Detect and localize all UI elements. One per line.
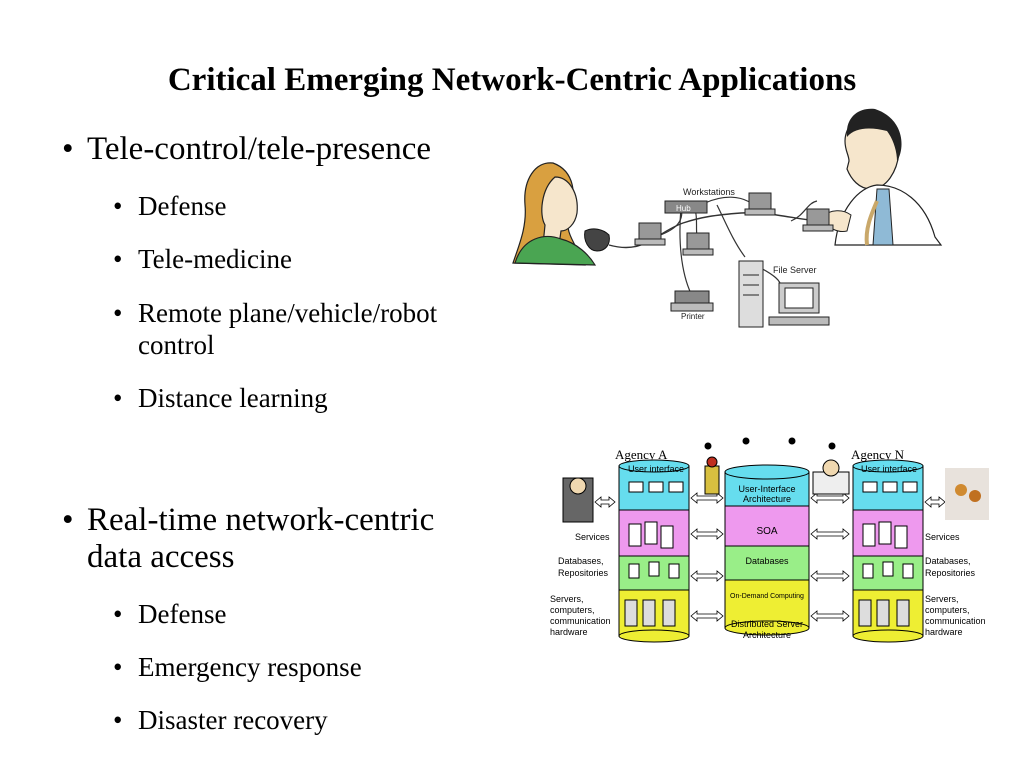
repositories-label-left: Repositories bbox=[558, 568, 609, 578]
shared-architecture-stack: User-Interface Architecture SOA Database… bbox=[724, 464, 810, 640]
bullet-text: Defense bbox=[138, 191, 227, 221]
bullet-text: data access bbox=[87, 539, 235, 575]
bullet-text: Real-time network-centric bbox=[87, 502, 435, 538]
user-interface-label: User interface bbox=[628, 464, 684, 474]
file-server-label: File Server bbox=[773, 265, 817, 275]
agency-a-stack: User interface bbox=[618, 459, 690, 643]
file-server-icon bbox=[738, 260, 764, 328]
ellipsis-dot bbox=[828, 442, 836, 450]
bullet-glyph: • bbox=[113, 705, 123, 735]
distributed-server-label-1: Distributed Server bbox=[731, 619, 803, 629]
databases-label-right: Databases, bbox=[925, 556, 971, 566]
bullet-text: Remote plane/vehicle/robot bbox=[138, 298, 438, 328]
firefighter-icon bbox=[704, 456, 720, 495]
workstations-label: Workstations bbox=[683, 187, 735, 197]
ellipsis-dot bbox=[742, 437, 750, 445]
on-demand-label: On-Demand Computing bbox=[730, 593, 804, 600]
man-doctor-illustration bbox=[820, 108, 943, 246]
bullet-glyph: • bbox=[113, 191, 123, 221]
bullet-glyph: • bbox=[113, 298, 123, 328]
databases-label: Databases bbox=[745, 556, 789, 566]
ellipsis-dot bbox=[704, 442, 712, 450]
workstation-icon bbox=[744, 192, 776, 216]
distributed-server-label-2: Architecture bbox=[743, 630, 791, 640]
woman-operator-illustration bbox=[512, 162, 610, 266]
soa-label: SOA bbox=[756, 526, 777, 537]
services-label-left: Services bbox=[575, 532, 610, 542]
repositories-label-right: Repositories bbox=[925, 568, 976, 578]
bullet-glyph: • bbox=[113, 599, 123, 629]
police-chief-icon bbox=[812, 459, 850, 495]
user-interface-label: User interface bbox=[861, 464, 917, 474]
printer-label: Printer bbox=[681, 312, 705, 321]
databases-label-left: Databases, bbox=[558, 556, 604, 566]
bullet-text: Defense bbox=[138, 599, 227, 629]
computers-label-right: computers, bbox=[925, 605, 970, 615]
bullet-glyph: • bbox=[113, 244, 123, 274]
communication-label-left: communication bbox=[550, 616, 611, 626]
bullet-glyph: • bbox=[113, 383, 123, 413]
hardware-label-right: hardware bbox=[925, 627, 963, 637]
workstation-icon bbox=[682, 232, 714, 256]
slide-title: Critical Emerging Network-Centric Applic… bbox=[167, 62, 857, 98]
telepresence-network-figure: Hub Workstations File Server Printer bbox=[512, 108, 943, 328]
ui-architecture-label-1: User-Interface bbox=[738, 484, 795, 494]
hardware-label-left: hardware bbox=[550, 627, 588, 637]
police-officer-icon bbox=[562, 477, 594, 523]
agency-n-label: Agency N bbox=[851, 447, 905, 462]
services-label-right: Services bbox=[925, 532, 960, 542]
bullet-text: Emergency response bbox=[138, 652, 362, 682]
network-diagram: Hub Workstations File Server Printer bbox=[608, 187, 834, 328]
agency-n-stack: User interface bbox=[852, 459, 924, 643]
hub-label: Hub bbox=[676, 204, 691, 213]
bullet-text: Disaster recovery bbox=[138, 705, 328, 735]
bullet-glyph: • bbox=[113, 652, 123, 682]
ellipsis-dot bbox=[788, 437, 796, 445]
rescue-workers-icon bbox=[945, 468, 989, 520]
bullet-glyph: • bbox=[62, 131, 74, 167]
bullet-text: control bbox=[138, 330, 215, 360]
workstation-icon bbox=[634, 222, 666, 246]
servers-label-left: Servers, bbox=[550, 594, 584, 604]
bullet-text: Tele-control/tele-presence bbox=[87, 131, 431, 167]
computers-label-left: computers, bbox=[550, 605, 595, 615]
workstation-icon bbox=[802, 208, 834, 232]
agency-a-label: Agency A bbox=[615, 447, 668, 462]
bullet-text: Distance learning bbox=[138, 383, 328, 413]
servers-label-right: Servers, bbox=[925, 594, 959, 604]
bullet-text: Tele-medicine bbox=[138, 244, 293, 274]
printer-icon bbox=[670, 290, 714, 312]
bullet-glyph: • bbox=[62, 502, 74, 538]
agency-architecture-figure: Agency A Agency N User interface User-In… bbox=[550, 437, 989, 643]
ui-architecture-label-2: Architecture bbox=[743, 494, 791, 504]
communication-label-right: communication bbox=[925, 616, 986, 626]
monitor-icon bbox=[768, 282, 830, 326]
